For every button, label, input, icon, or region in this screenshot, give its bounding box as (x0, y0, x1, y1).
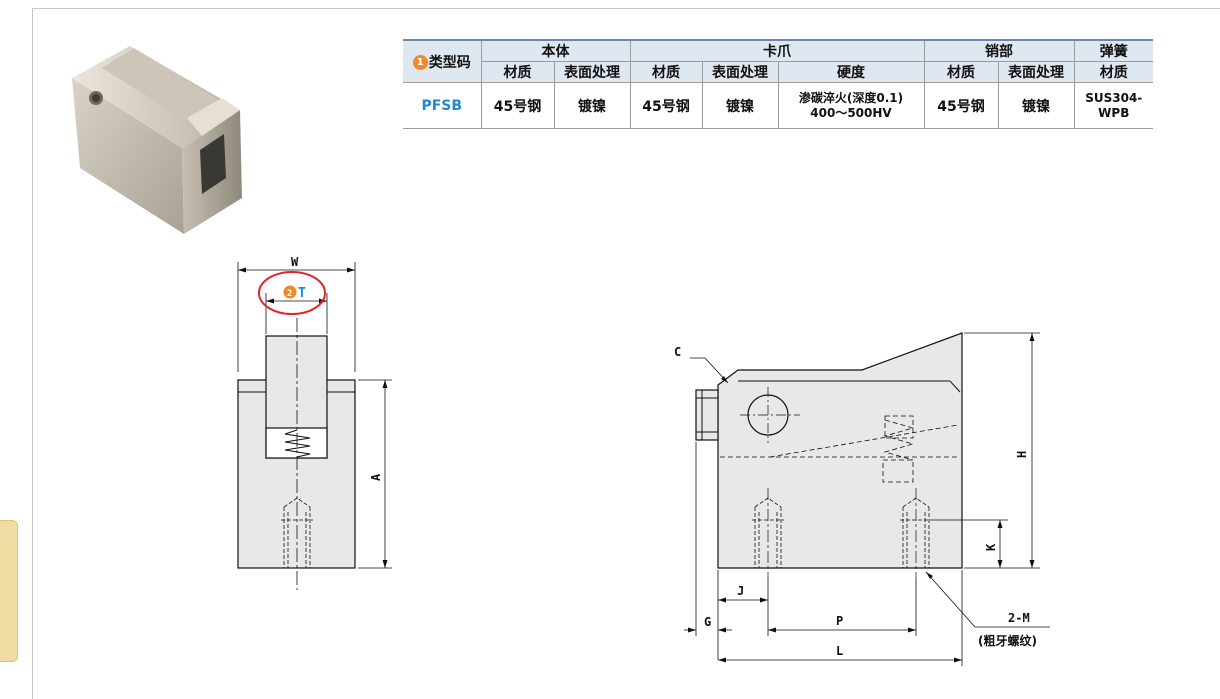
header-code-label: 类型码 (428, 54, 471, 71)
label-g: G (704, 615, 711, 629)
product-photo (72, 46, 242, 234)
cell-claw-material: 45号钢 (629, 82, 703, 129)
label-a: A (369, 473, 383, 481)
hardness-line-2: 400～500HV (810, 105, 892, 120)
cell-body-surface: 镀镍 (553, 82, 631, 129)
sub-body-surface: 表面处理 (553, 61, 631, 83)
label-h: H (1015, 451, 1029, 458)
cell-spring-material: SUS304-WPB (1073, 82, 1153, 129)
side-view (684, 332, 1050, 666)
label-2m: 2-M (1008, 611, 1030, 625)
model-code[interactable]: PFSB (403, 82, 482, 129)
badge-2-circle (283, 285, 297, 299)
thread-note: (粗牙螺纹) (978, 633, 1037, 648)
content-frame (32, 8, 1220, 699)
label-c: C (674, 345, 681, 359)
group-pin: 销部 (923, 39, 1075, 62)
highlight-circle (258, 271, 326, 315)
group-spring: 弹簧 (1073, 39, 1153, 62)
sub-claw-material: 材质 (629, 61, 703, 83)
table-row: PFSB 45号钢 镀镍 45号钢 镀镍 渗碳淬火(深度0.1) 400～500… (403, 82, 1153, 129)
group-body: 本体 (480, 39, 631, 62)
label-k: K (984, 543, 998, 551)
label-w: W (291, 255, 299, 269)
label-j: J (737, 584, 744, 598)
sub-claw-surface: 表面处理 (701, 61, 779, 83)
cell-claw-surface: 镀镍 (701, 82, 779, 129)
cell-claw-hardness: 渗碳淬火(深度0.1) 400～500HV (777, 82, 925, 129)
front-view (237, 262, 392, 590)
label-t: T (298, 286, 306, 301)
sub-spring-material: 材质 (1073, 61, 1153, 83)
cell-pin-material: 45号钢 (923, 82, 999, 129)
side-tab[interactable] (0, 520, 18, 662)
badge-2: 2 (287, 289, 292, 299)
hardness-line-1: 渗碳淬火(深度0.1) (798, 90, 904, 105)
cell-body-material: 45号钢 (480, 82, 555, 129)
badge-1: 1 (412, 54, 428, 70)
label-p: P (836, 614, 843, 628)
label-l: L (836, 644, 843, 658)
sub-pin-surface: 表面处理 (997, 61, 1075, 83)
